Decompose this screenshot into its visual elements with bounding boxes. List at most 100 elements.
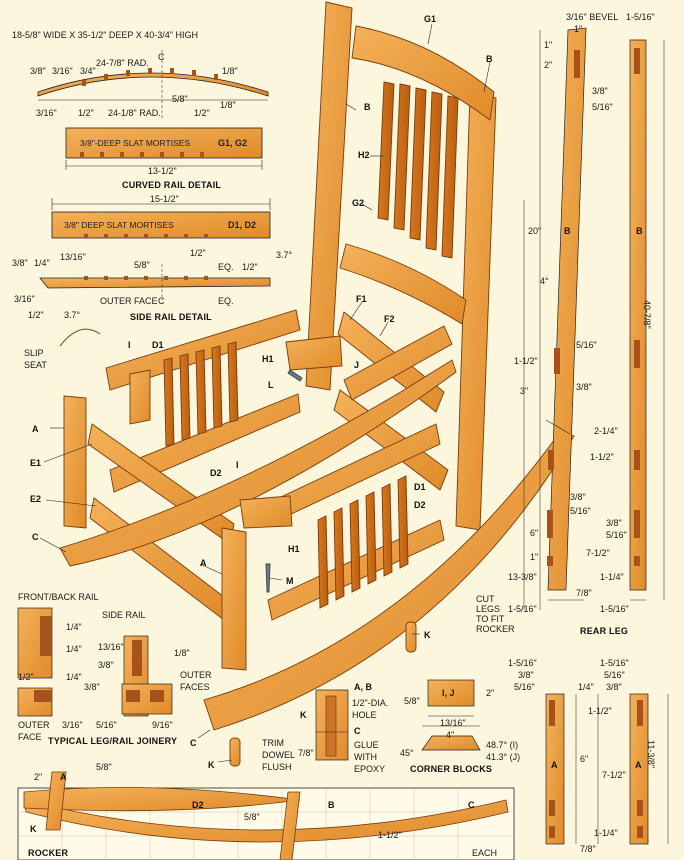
slat-mortise-label: 3/8" DEEP SLAT MORTISES — [64, 220, 174, 230]
radius-outer-label: 24-7/8" RAD. — [96, 58, 149, 68]
dim-label: 1/2" — [194, 108, 210, 118]
exploded-chair — [59, 1, 575, 767]
angle-label: 3.7° — [276, 250, 293, 260]
part-a: A — [200, 558, 207, 568]
part-k: K — [208, 760, 215, 770]
part-l: L — [268, 380, 274, 390]
dim-label: 1-1/4" — [594, 828, 618, 838]
dim-label: 1" — [530, 552, 539, 562]
dim-label: 13-3/8" — [508, 572, 537, 582]
dim-label: 5/16" — [576, 340, 597, 350]
dim-label: 1/4" — [66, 622, 82, 632]
dim-label: 7/8" — [580, 844, 596, 854]
side-rail-detail — [39, 198, 271, 300]
dim-label: 3/16" — [62, 720, 83, 730]
corner-blocks-detail — [421, 679, 481, 751]
dim-label: 1-1/2" — [590, 452, 614, 462]
hole-label: 1/2"-DIA. — [352, 698, 389, 708]
dim-label: 3/16" — [52, 66, 73, 76]
part-c: C — [32, 532, 39, 542]
part-k: K — [424, 630, 431, 640]
dim-label: 3/16" — [36, 108, 57, 118]
side-rail-title: SIDE RAIL DETAIL — [130, 312, 212, 322]
dim-label: 7/8" — [576, 588, 592, 598]
dim-label: 1/2" — [78, 108, 94, 118]
height-label: 40-7/8" — [642, 300, 652, 329]
side-rail-label: SIDE RAIL — [102, 610, 146, 620]
angle-label: 41.3° (J) — [486, 752, 521, 762]
leader-lines — [39, 23, 491, 763]
trim-label: DOWEL — [262, 750, 296, 760]
part-d2: D2 — [210, 468, 222, 478]
dim-label: 1/4" — [66, 644, 82, 654]
dim-label: 1-1/4" — [600, 572, 624, 582]
part-g2: G2 — [352, 198, 365, 208]
dim-label: 9/16" — [152, 720, 173, 730]
angle-label: 4° — [540, 276, 549, 286]
part-b: B — [364, 102, 371, 112]
equal-label: EQ. — [218, 296, 234, 306]
corner-blocks-title: CORNER BLOCKS — [410, 764, 493, 774]
dim-label: 3/8" — [606, 518, 622, 528]
part-e2: E2 — [30, 494, 42, 504]
dowel-detail — [315, 689, 349, 761]
angle-label: 45° — [400, 748, 414, 758]
part-f1: F1 — [356, 294, 367, 304]
part-b: B — [564, 226, 571, 236]
part-b: B — [486, 54, 493, 64]
dim-label: 1/8" — [220, 100, 236, 110]
dim-label: 13/16" — [98, 642, 124, 652]
dim-label: 5/8" — [404, 696, 420, 706]
dim-label: 2" — [544, 60, 553, 70]
center-mark: C — [158, 52, 165, 62]
dim-label: 5/8" — [134, 260, 150, 270]
cut-note: ROCKER — [476, 624, 515, 634]
dim-label: 5/16" — [96, 720, 117, 730]
joinery-title: TYPICAL LEG/RAIL JOINERY — [48, 736, 178, 746]
joinery-detail — [17, 607, 173, 717]
dim-label: 5/16" — [606, 530, 627, 540]
part-a: A — [60, 772, 67, 782]
dim-label: 3/8" — [518, 670, 534, 680]
glue-label: EPOXY — [354, 764, 386, 774]
part-g1: G1 — [424, 14, 437, 24]
dim-label: 1-1/2" — [514, 356, 538, 366]
dim-label: 5/8" — [96, 762, 112, 772]
part-c: C — [354, 726, 361, 736]
dim-label: 2" — [34, 772, 43, 782]
part-b: B — [636, 226, 643, 236]
part-h2: H2 — [358, 150, 370, 160]
dim-label: 1" — [574, 24, 583, 34]
dim-label: 3/8" — [570, 492, 586, 502]
dim-label: 7-1/2" — [602, 770, 626, 780]
angle-label: 48.7° (I) — [486, 740, 519, 750]
part-i: I — [236, 460, 239, 470]
curved-rail-detail — [37, 50, 269, 170]
part-label: G1, G2 — [218, 138, 248, 148]
dim-label: 3" — [520, 386, 529, 396]
part-a: A — [635, 760, 642, 770]
part-b: B — [328, 800, 335, 810]
part-a: A — [551, 760, 558, 770]
dim-label: 5/16" — [604, 670, 625, 680]
corner-block-part-label: I, J — [442, 688, 455, 698]
part-k: K — [300, 710, 307, 720]
dim-label: 1-5/16" — [508, 658, 537, 668]
dim-label: 1" — [544, 40, 553, 50]
dim-label: 3/8" — [606, 682, 622, 692]
dim-label: 1/4" — [34, 258, 50, 268]
cut-note: CUT — [476, 594, 495, 604]
dim-label: 3/8" — [592, 86, 608, 96]
part-d2: D2 — [414, 500, 426, 510]
equal-label: EQ. — [218, 262, 234, 272]
part-c: C — [468, 800, 475, 810]
dim-label: 1-5/16" — [600, 658, 629, 668]
dim-label: 3/8" — [576, 382, 592, 392]
cut-note: LEGS — [476, 604, 501, 614]
dim-label: 1-1/2" — [378, 830, 402, 840]
dim-label: 1-5/16" — [600, 604, 629, 614]
dim-label: 5/16" — [514, 682, 535, 692]
trim-label: TRIM — [262, 738, 284, 748]
slip-seat-label: SEAT — [24, 360, 47, 370]
